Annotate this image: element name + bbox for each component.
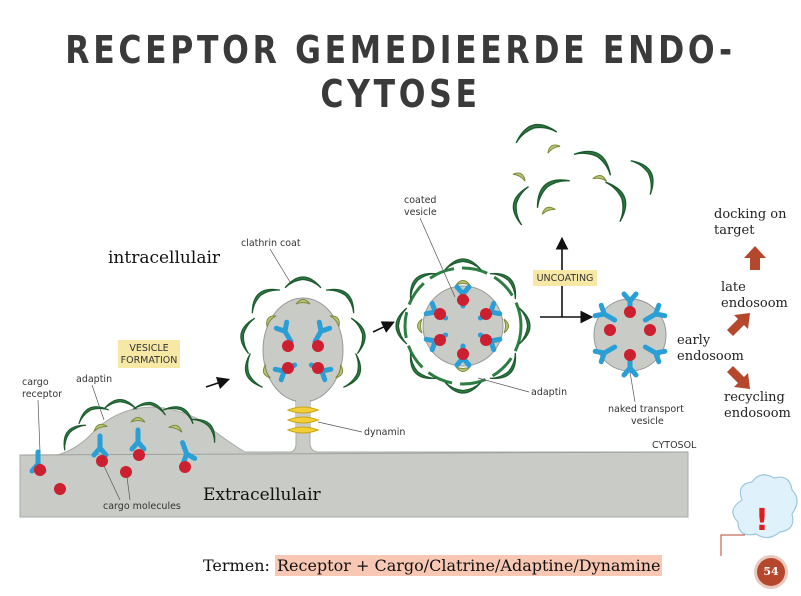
terms-highlight: Receptor + Cargo/Clatrine/Adaptine/Dynam… bbox=[274, 555, 663, 576]
fate-recycling-l2: endosoom bbox=[724, 406, 791, 421]
cargo-molecule bbox=[120, 466, 132, 478]
naked-vesicle bbox=[594, 294, 666, 375]
label-coated-vesicle-l2: vesicle bbox=[404, 207, 437, 218]
cargo-molecule bbox=[179, 461, 191, 473]
label-naked-vesicle-l1: naked transport bbox=[608, 404, 684, 415]
tag-uncoating-text: UNCOATING bbox=[537, 273, 594, 284]
callout-leader bbox=[720, 534, 745, 556]
tag-vesicle-formation-l1: VESICLE bbox=[129, 343, 168, 354]
cargo-molecule bbox=[34, 464, 46, 476]
coated-vesicle bbox=[395, 258, 531, 394]
region-extracellular: Extracellulair bbox=[203, 485, 322, 505]
fate-early-l2: endosoom bbox=[677, 349, 744, 364]
arrow-pinch bbox=[372, 321, 395, 333]
label-cytosol: CYTOSOL bbox=[652, 440, 697, 451]
label-clathrin-coat: clathrin coat bbox=[241, 238, 301, 249]
fate-late-l2: endosoom bbox=[721, 296, 788, 311]
exclamation-cloud-icon: ! bbox=[732, 474, 798, 539]
label-cargo-receptor-l2: receptor bbox=[22, 389, 62, 400]
fate-docking-l1: docking on bbox=[714, 207, 787, 222]
coated-pit bbox=[32, 398, 223, 495]
label-naked-vesicle-l2: vesicle bbox=[631, 416, 664, 427]
cargo-molecule bbox=[96, 455, 108, 467]
label-cargo-receptor-l1: cargo bbox=[22, 377, 49, 388]
page-number-badge: 54 bbox=[757, 558, 785, 586]
label-dynamin: dynamin bbox=[364, 427, 405, 438]
label-cargo-molecules: cargo molecules bbox=[103, 501, 181, 512]
fate-late-l1: late bbox=[721, 280, 746, 295]
dynamin-ring bbox=[286, 406, 320, 434]
membrane-line bbox=[19, 451, 689, 456]
tag-vesicle-formation-l2: FORMATION bbox=[121, 355, 178, 366]
released-clathrin bbox=[509, 119, 662, 226]
fate-recycling-l1: recycling bbox=[724, 390, 785, 405]
region-intracellular: intracellulair bbox=[108, 248, 221, 268]
budding-vesicle bbox=[237, 276, 369, 434]
terms-line: Termen: Receptor + Cargo/Clatrine/Adapti… bbox=[203, 555, 663, 576]
label-adaptin-left: adaptin bbox=[76, 374, 112, 385]
fate-early-l1: early bbox=[677, 333, 711, 348]
arrow-formation bbox=[205, 376, 231, 390]
tag-vesicle-formation bbox=[118, 340, 180, 368]
fate-docking-l2: target bbox=[714, 223, 755, 238]
cargo-molecule bbox=[54, 483, 66, 495]
terms-label: Termen: bbox=[203, 556, 270, 575]
cargo-molecule bbox=[133, 449, 145, 461]
callout-text: ! bbox=[755, 503, 769, 538]
slide-title: RECEPTOR GEMEDIEERDE ENDO-CYTOSE bbox=[65, 28, 736, 116]
arrow-down-right-icon bbox=[727, 366, 750, 389]
label-adaptin-right: adaptin bbox=[531, 387, 567, 398]
arrow-up-right-icon bbox=[727, 313, 750, 336]
label-coated-vesicle-l1: coated bbox=[404, 195, 436, 206]
tag-uncoating bbox=[533, 270, 597, 286]
arrow-up-icon bbox=[744, 246, 766, 270]
